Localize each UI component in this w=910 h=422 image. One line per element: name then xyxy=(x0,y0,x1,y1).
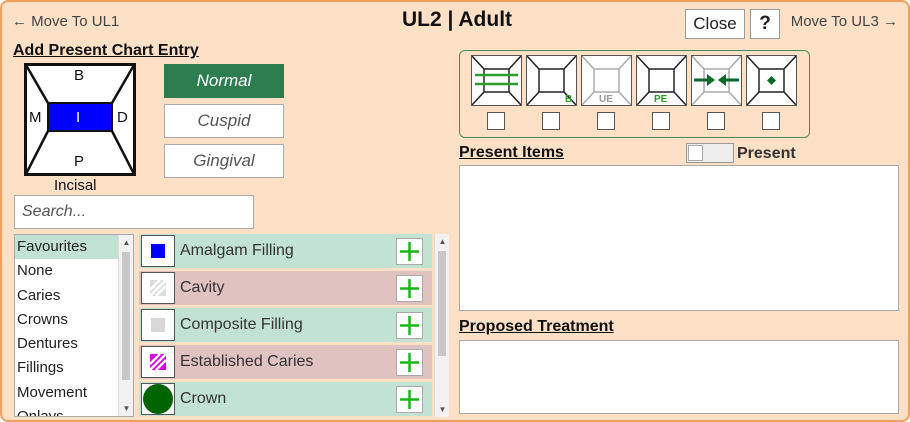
present-toggle[interactable] xyxy=(686,143,734,163)
add-icon[interactable] xyxy=(396,238,423,265)
list-item-established-caries[interactable]: Established Caries xyxy=(139,345,432,379)
add-icon[interactable] xyxy=(396,312,423,339)
svg-text:B: B xyxy=(565,94,572,105)
item-label: Established Caries xyxy=(180,353,314,370)
composite-swatch-icon xyxy=(141,309,175,341)
surface-label-right: D xyxy=(117,109,128,126)
proposed-treatment-heading: Proposed Treatment xyxy=(459,318,614,335)
add-icon[interactable] xyxy=(396,386,423,413)
established-caries-swatch-icon xyxy=(141,346,175,378)
present-items-heading: Present Items xyxy=(459,144,564,161)
horizontal-lines-checkbox[interactable] xyxy=(487,112,505,130)
category-item-fillings[interactable]: Fillings xyxy=(17,359,64,377)
scroll-thumb[interactable] xyxy=(438,251,446,356)
list-item-composite-filling[interactable]: Composite Filling xyxy=(139,308,432,342)
svg-text:PE: PE xyxy=(654,94,668,105)
surface-label-left: M xyxy=(29,109,42,126)
horizontal-lines-tool[interactable] xyxy=(471,55,522,106)
chart-entry-heading: Add Present Chart Entry xyxy=(13,42,199,59)
cavity-swatch-icon xyxy=(141,272,175,304)
scroll-up-icon[interactable]: ▲ xyxy=(438,237,447,246)
gingival-option-button[interactable]: Gingival xyxy=(164,144,284,178)
close-button[interactable]: Close xyxy=(685,9,745,39)
unerupted-tool[interactable]: UE xyxy=(581,55,632,106)
proposed-treatment-box[interactable] xyxy=(459,340,899,414)
move-to-next-link[interactable]: Move To UL3 → xyxy=(790,13,898,30)
unerupted-icon: UE xyxy=(582,56,631,105)
add-icon[interactable] xyxy=(396,349,423,376)
diamond-center-tool[interactable] xyxy=(746,55,797,106)
normal-option-button[interactable]: Normal xyxy=(164,64,284,98)
surface-tools-panel: B UE PE xyxy=(459,50,810,138)
item-label: Amalgam Filling xyxy=(180,242,294,259)
category-list[interactable]: Favourites None Caries Crowns Dentures F… xyxy=(14,234,134,417)
space-closing-tool[interactable] xyxy=(691,55,742,106)
space-closing-icon xyxy=(692,56,741,105)
item-label: Composite Filling xyxy=(180,316,303,333)
surface-label-center: I xyxy=(76,109,81,126)
scroll-thumb[interactable] xyxy=(122,252,130,380)
buccal-tool[interactable]: B xyxy=(526,55,577,106)
partially-erupted-tool[interactable]: PE xyxy=(636,55,687,106)
space-closing-checkbox[interactable] xyxy=(707,112,725,130)
help-button[interactable]: ? xyxy=(750,9,780,39)
present-toggle-label: Present xyxy=(737,145,796,162)
partially-erupted-icon: PE xyxy=(637,56,686,105)
scroll-down-icon[interactable]: ▼ xyxy=(122,404,131,413)
category-item-movement[interactable]: Movement xyxy=(17,383,88,401)
move-to-previous-link[interactable]: ← Move To UL1 xyxy=(12,13,120,30)
add-icon[interactable] xyxy=(396,275,423,302)
partially-erupted-checkbox[interactable] xyxy=(652,112,670,130)
category-item-onlays[interactable]: Onlays xyxy=(17,408,64,417)
category-scrollbar[interactable]: ▲ ▼ xyxy=(118,235,133,416)
surface-label-bottom: P xyxy=(74,153,85,170)
tooth-outline-icon xyxy=(24,63,136,176)
list-item-amalgam-filling[interactable]: Amalgam Filling xyxy=(139,234,432,268)
svg-text:UE: UE xyxy=(599,94,613,105)
amalgam-swatch-icon xyxy=(141,235,175,267)
scroll-up-icon[interactable]: ▲ xyxy=(122,238,131,247)
diamond-center-checkbox[interactable] xyxy=(762,112,780,130)
category-item-dentures[interactable]: Dentures xyxy=(17,335,78,353)
search-input[interactable] xyxy=(14,195,254,229)
unerupted-checkbox[interactable] xyxy=(597,112,615,130)
buccal-icon: B xyxy=(527,56,576,105)
diamond-center-icon xyxy=(747,56,796,105)
category-item-caries[interactable]: Caries xyxy=(17,286,61,304)
tooth-surface-diagram[interactable]: B M I D P xyxy=(24,63,136,176)
horizontal-lines-icon xyxy=(472,56,521,105)
category-item-crowns[interactable]: Crowns xyxy=(17,310,68,328)
list-item-crown[interactable]: Crown xyxy=(139,382,432,416)
category-item-none[interactable]: None xyxy=(17,262,53,280)
list-item-cavity[interactable]: Cavity xyxy=(139,271,432,305)
cuspid-option-button[interactable]: Cuspid xyxy=(164,104,284,138)
surface-label-top: B xyxy=(74,67,85,84)
item-label: Cavity xyxy=(180,279,225,296)
present-items-box[interactable] xyxy=(459,165,899,311)
scroll-down-icon[interactable]: ▼ xyxy=(438,405,447,414)
crown-swatch-icon xyxy=(141,383,175,415)
buccal-checkbox[interactable] xyxy=(542,112,560,130)
toggle-knob xyxy=(688,145,703,161)
item-scrollbar[interactable]: ▲ ▼ xyxy=(434,234,449,417)
category-item-favourites[interactable]: Favourites xyxy=(15,235,133,260)
item-label: Crown xyxy=(180,390,227,407)
item-list[interactable]: Amalgam Filling Cavity Composite Filling xyxy=(139,234,449,417)
tooth-caption: Incisal xyxy=(54,177,97,194)
